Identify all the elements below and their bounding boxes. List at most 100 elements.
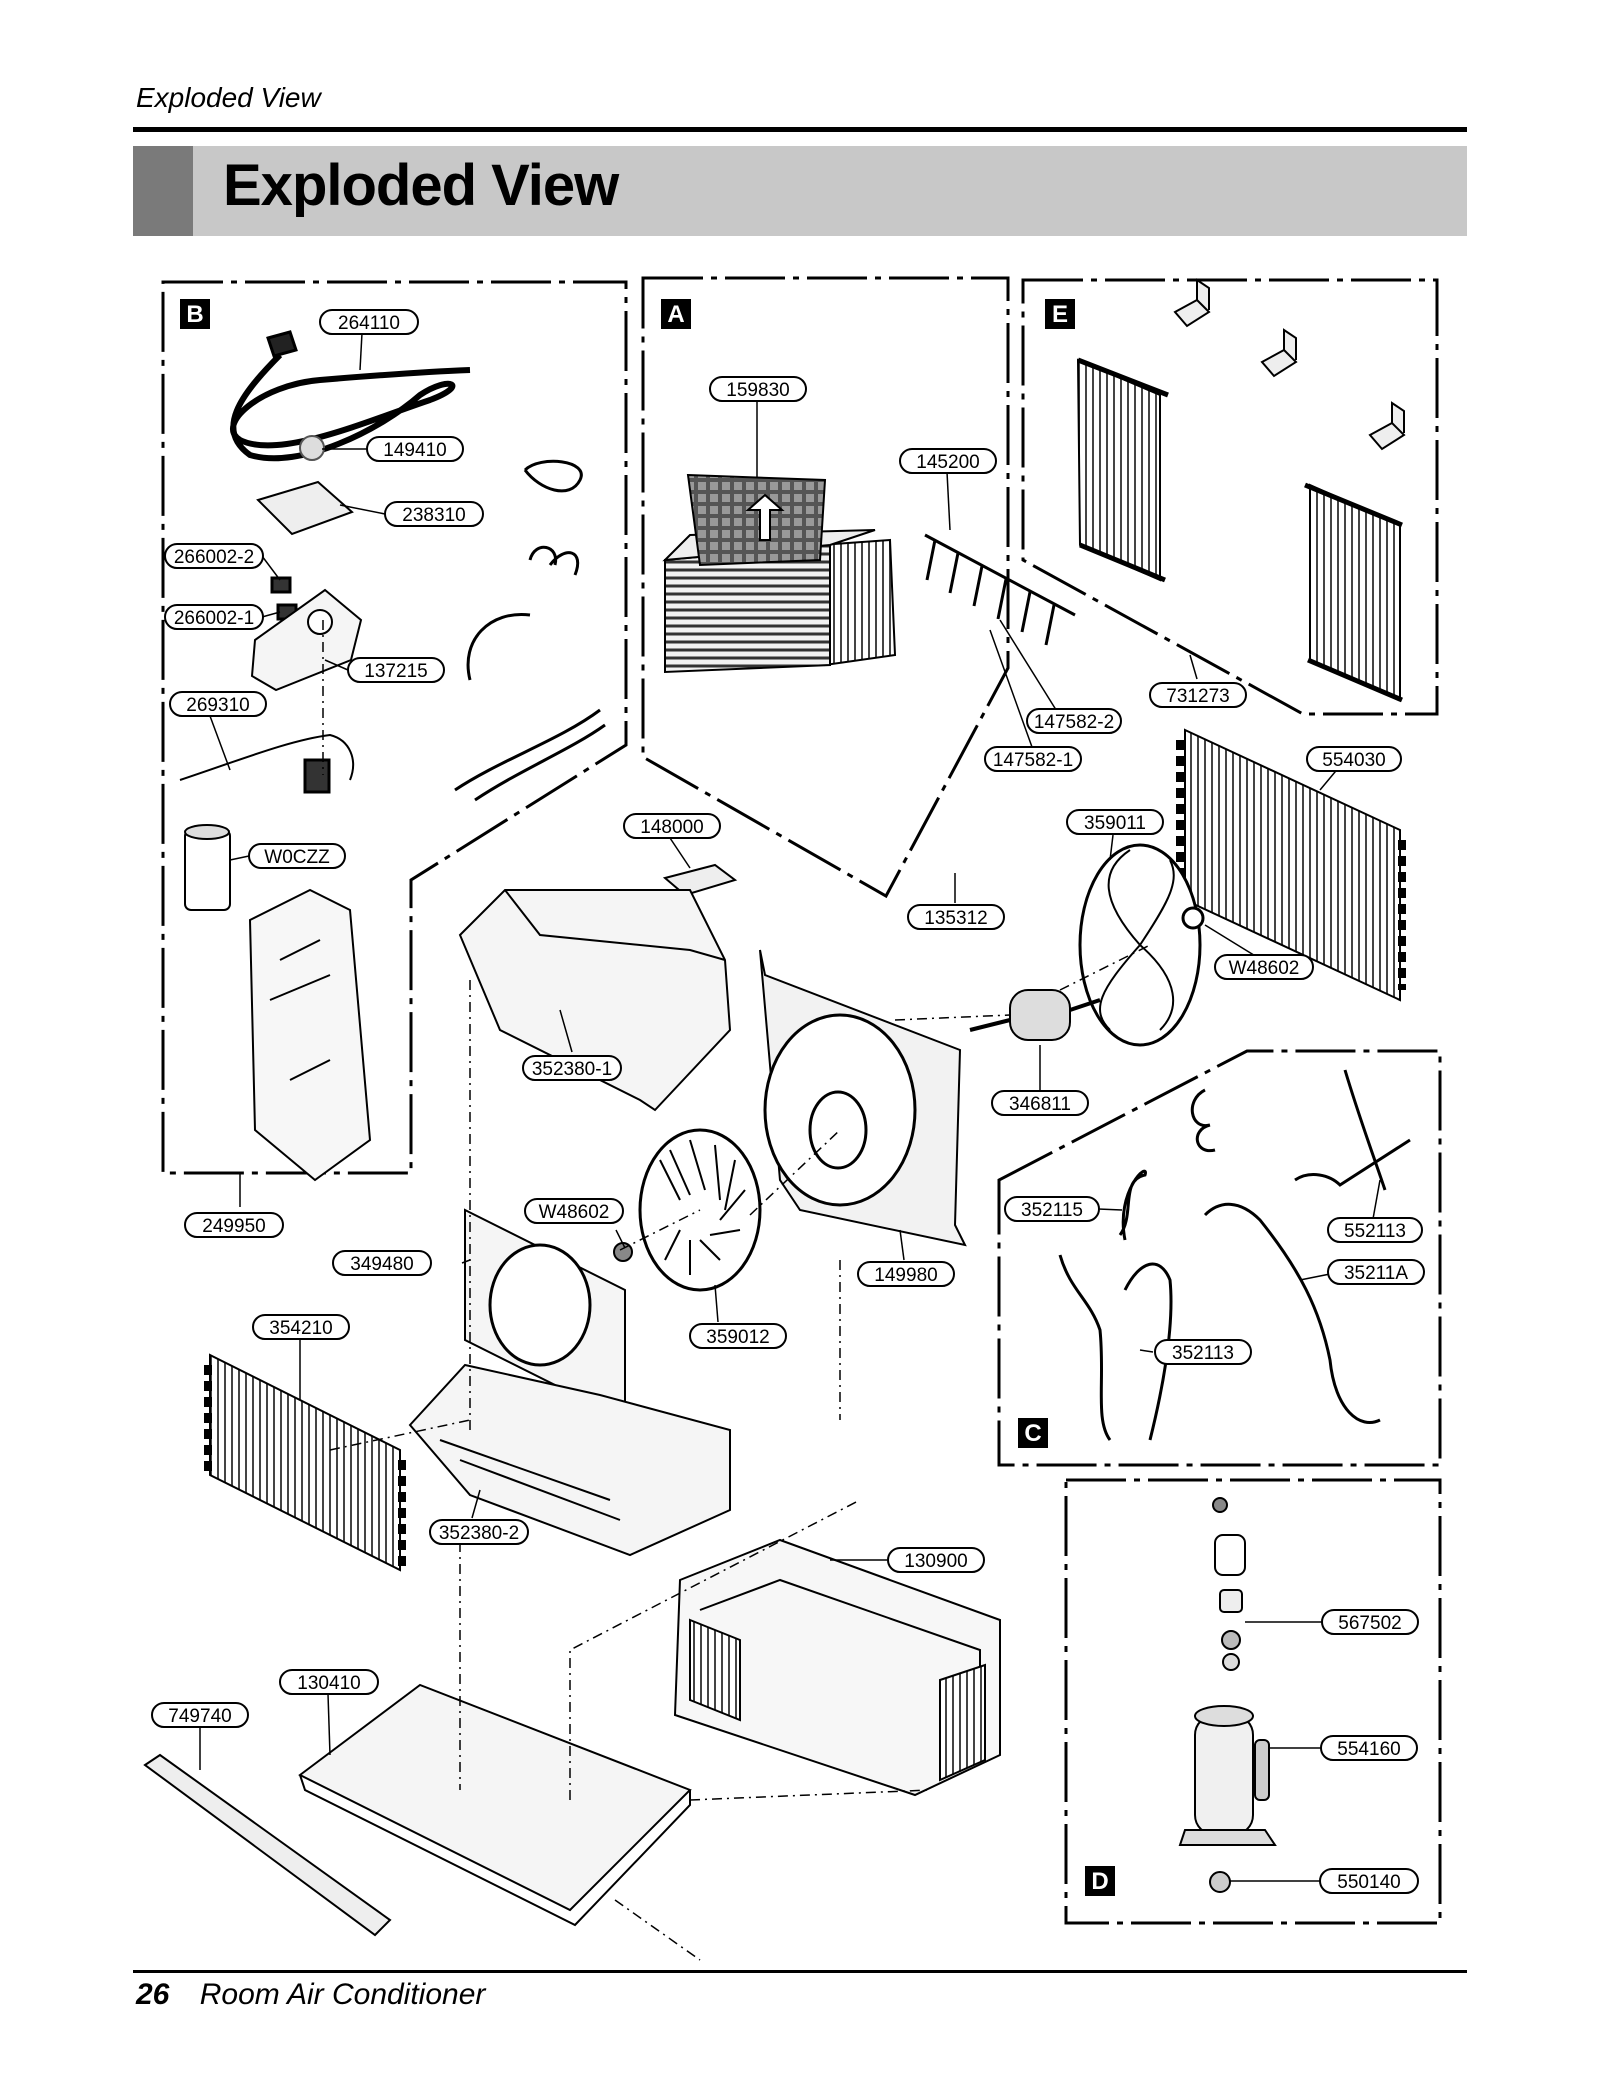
ac-cabinet-side [818, 538, 897, 667]
panel-e-border [1021, 278, 1439, 716]
callout-W48602-a [1214, 954, 1314, 980]
callout-130900 [887, 1547, 985, 1573]
callout-149980 [857, 1261, 955, 1287]
wire-harness-4 [454, 708, 606, 802]
svg-text:B: B [186, 301, 203, 328]
callout-554030 [1306, 746, 1402, 772]
callout-label: 135312 [924, 908, 987, 929]
callout-label: 554030 [1322, 750, 1385, 771]
condenser-coil-554030 [1184, 728, 1401, 1002]
svg-text:C: C [1024, 1420, 1041, 1447]
callout-label: 349480 [350, 1254, 413, 1275]
callout-label: 567502 [1338, 1613, 1401, 1634]
rail-749740 [143, 1753, 392, 1937]
callout-354210 [252, 1314, 350, 1340]
footer-rule [133, 1970, 1467, 1973]
filter-159830 [686, 473, 827, 567]
svg-text:E: E [1052, 301, 1068, 328]
callout-label: 731273 [1166, 686, 1229, 707]
callout-label: 35211A [1344, 1263, 1408, 1284]
callout-label: 149980 [874, 1265, 937, 1286]
callout-269310 [169, 691, 267, 717]
page-number: 26 [136, 1978, 170, 2011]
section-title: Exploded View [223, 153, 619, 218]
callout-label: 149410 [383, 440, 446, 461]
document-title: Room Air Conditioner [199, 1978, 486, 2011]
nut-part [1212, 1497, 1228, 1513]
callout-label: 359011 [1084, 813, 1146, 834]
callout-label: 137215 [364, 661, 427, 682]
callout-145200 [899, 448, 997, 474]
control-box-housing [248, 888, 372, 1182]
panel-c-tag: C [1018, 1418, 1048, 1448]
terminal-cover-567502 [1214, 1534, 1246, 1671]
panel-e-tag: E [1045, 299, 1075, 329]
callout-label: 352115 [1021, 1200, 1083, 1221]
relay-part [303, 758, 331, 794]
retainer-w48602 [1181, 906, 1205, 930]
capacitor [184, 829, 231, 911]
callout-130410 [279, 1669, 379, 1695]
callout-label: 266002-1 [174, 608, 254, 629]
callout-148000 [623, 813, 721, 839]
callout-352113 [1154, 1339, 1252, 1365]
callout-label: 352380-2 [439, 1523, 519, 1544]
knob-part [299, 435, 325, 461]
callout-label: 354210 [269, 1318, 332, 1339]
callout-label: 550140 [1337, 1872, 1400, 1893]
callout-35211A [1327, 1259, 1425, 1285]
lower-air-guide-352380-2 [408, 1363, 731, 1557]
coil-tube [1190, 1088, 1216, 1153]
callout-749740 [151, 1702, 249, 1728]
callout-label: 346811 [1009, 1094, 1071, 1115]
callout-346811 [991, 1090, 1089, 1116]
panel-b-border [161, 280, 628, 1175]
callout-W0CZZ [248, 843, 346, 869]
tube-552113 [1294, 1069, 1411, 1191]
control-bracket [250, 588, 363, 692]
callout-label: 130410 [297, 1673, 360, 1694]
callout-149410 [366, 436, 464, 462]
callout-567502 [1321, 1609, 1419, 1635]
svg-text:A: A [667, 301, 684, 328]
mounting-bracket-3 [1368, 401, 1406, 451]
callout-label: 130900 [904, 1551, 967, 1572]
callout-352115 [1004, 1196, 1100, 1222]
base-pan-130410 [298, 1683, 692, 1912]
callout-264110 [319, 309, 419, 335]
callout-label: 249950 [202, 1216, 265, 1237]
callout-147582-2 [1026, 708, 1122, 734]
mounting-bracket-1 [1173, 278, 1211, 328]
ac-front-grille [664, 543, 831, 674]
callout-label: 359012 [706, 1327, 769, 1348]
callout-label: 145200 [916, 452, 979, 473]
retainer-w48602-b [613, 1242, 633, 1262]
panel-d-tag: D [1085, 1866, 1115, 1896]
callout-554160 [1320, 1735, 1418, 1761]
mounting-bracket-2 [1260, 328, 1298, 378]
panel-a-border [641, 276, 1010, 899]
cord-plug [266, 330, 298, 358]
wire-harness-1 [523, 459, 583, 493]
louver-assembly [924, 533, 1076, 646]
callout-label: 159830 [726, 380, 789, 401]
callout-label: 264110 [338, 313, 400, 334]
switch-part [270, 576, 292, 594]
tube-352115 [1118, 1169, 1147, 1241]
thermistor-wire [179, 733, 355, 781]
callout-label: 554160 [1337, 1739, 1400, 1760]
page-footer: 26 Room Air Conditioner [136, 1978, 485, 2012]
callout-W48602-b [524, 1198, 624, 1224]
callout-147582-1 [984, 746, 1082, 772]
callout-266002-1 [164, 604, 264, 630]
upper-air-guide-352380-1 [458, 889, 732, 1112]
evaporator-coil-354210 [209, 1353, 401, 1572]
callout-label: 352380-1 [532, 1059, 612, 1080]
cabinet-130900 [673, 1538, 1001, 1797]
callout-349480 [332, 1250, 432, 1276]
callout-label: W48602 [1229, 958, 1300, 979]
callout-label: 269310 [186, 695, 249, 716]
panel-c-border [997, 1049, 1442, 1467]
fan-motor-346811 [969, 989, 1101, 1041]
